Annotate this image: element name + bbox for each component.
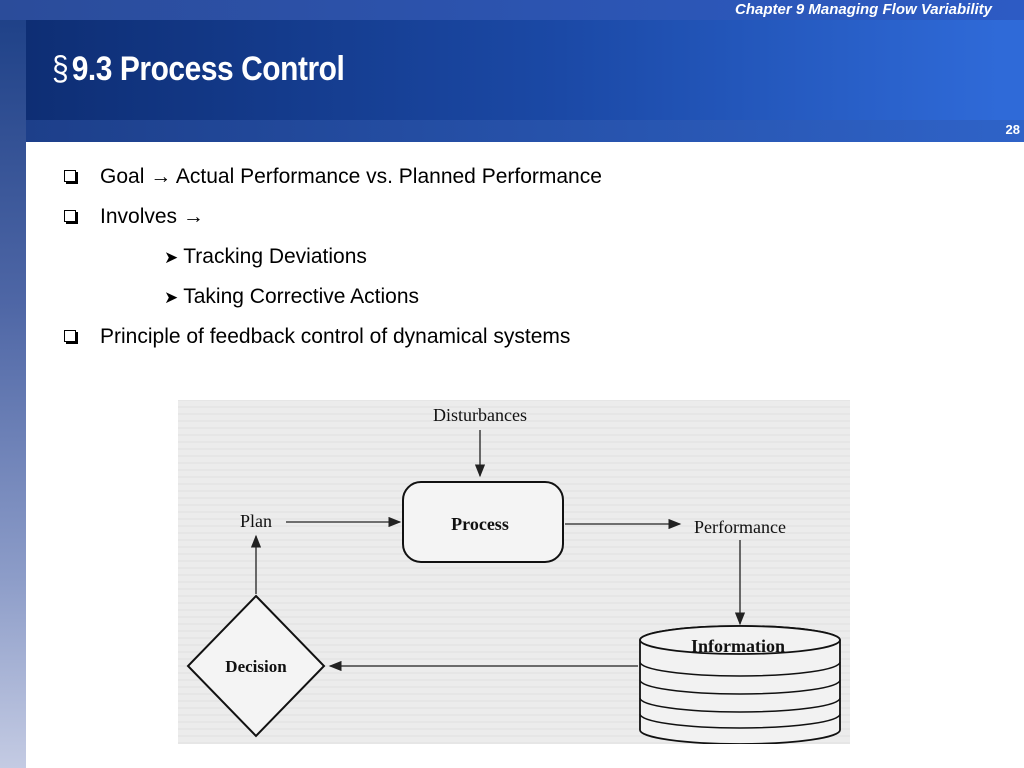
bullet-list: Goal → Actual Performance vs. Planned Pe…: [64, 160, 964, 360]
slide-title-text: 9.3 Process Control: [71, 50, 345, 88]
sub-bullet-item: ➤Taking Corrective Actions: [64, 280, 964, 320]
checkbox-bullet-icon: [64, 330, 76, 342]
left-decor-band: [0, 0, 26, 768]
decision-label: Decision: [225, 657, 287, 676]
bullet-item: Principle of feedback control of dynamic…: [64, 320, 964, 360]
slide-title: §9.3 Process Control: [52, 50, 345, 89]
arrowhead-bullet-icon: ➤: [164, 248, 179, 267]
diagram-svg: Disturbances Process Plan Performance In…: [186, 405, 841, 744]
process-box: [402, 481, 564, 563]
slide-number: 28: [1005, 122, 1020, 137]
chapter-label: Chapter 9 Managing Flow Variability: [735, 1, 992, 18]
bullet-text: Goal → Actual Performance vs. Planned Pe…: [100, 165, 602, 188]
checkbox-bullet-icon: [64, 210, 76, 222]
sub-bullet-text: Taking Corrective Actions: [183, 285, 420, 308]
checkbox-bullet-icon: [64, 170, 76, 182]
plan-label: Plan: [240, 511, 272, 531]
feedback-control-diagram: Disturbances Process Plan Performance In…: [178, 400, 850, 744]
top-strip: Chapter 9 Managing Flow Variability: [0, 0, 1024, 20]
sub-bullet-text: Tracking Deviations: [183, 245, 367, 268]
information-database-icon: [639, 625, 841, 744]
bullet-item: Goal → Actual Performance vs. Planned Pe…: [64, 160, 964, 200]
process-label: Process: [451, 514, 509, 534]
performance-label: Performance: [694, 517, 786, 537]
information-label: Information: [691, 636, 785, 656]
slide-number-bar: 28: [26, 120, 1024, 142]
bullet-text: Principle of feedback control of dynamic…: [100, 325, 571, 348]
right-edge-decor: [1000, 20, 1024, 120]
arrowhead-bullet-icon: ➤: [164, 288, 179, 307]
decision-diamond: [186, 594, 326, 738]
section-symbol: §: [52, 50, 69, 88]
disturbances-label: Disturbances: [433, 405, 527, 425]
bullet-item: Involves →: [64, 200, 964, 240]
bullet-text: Involves →: [100, 205, 204, 228]
sub-bullet-item: ➤Tracking Deviations: [64, 240, 964, 280]
title-band: [26, 20, 1000, 120]
